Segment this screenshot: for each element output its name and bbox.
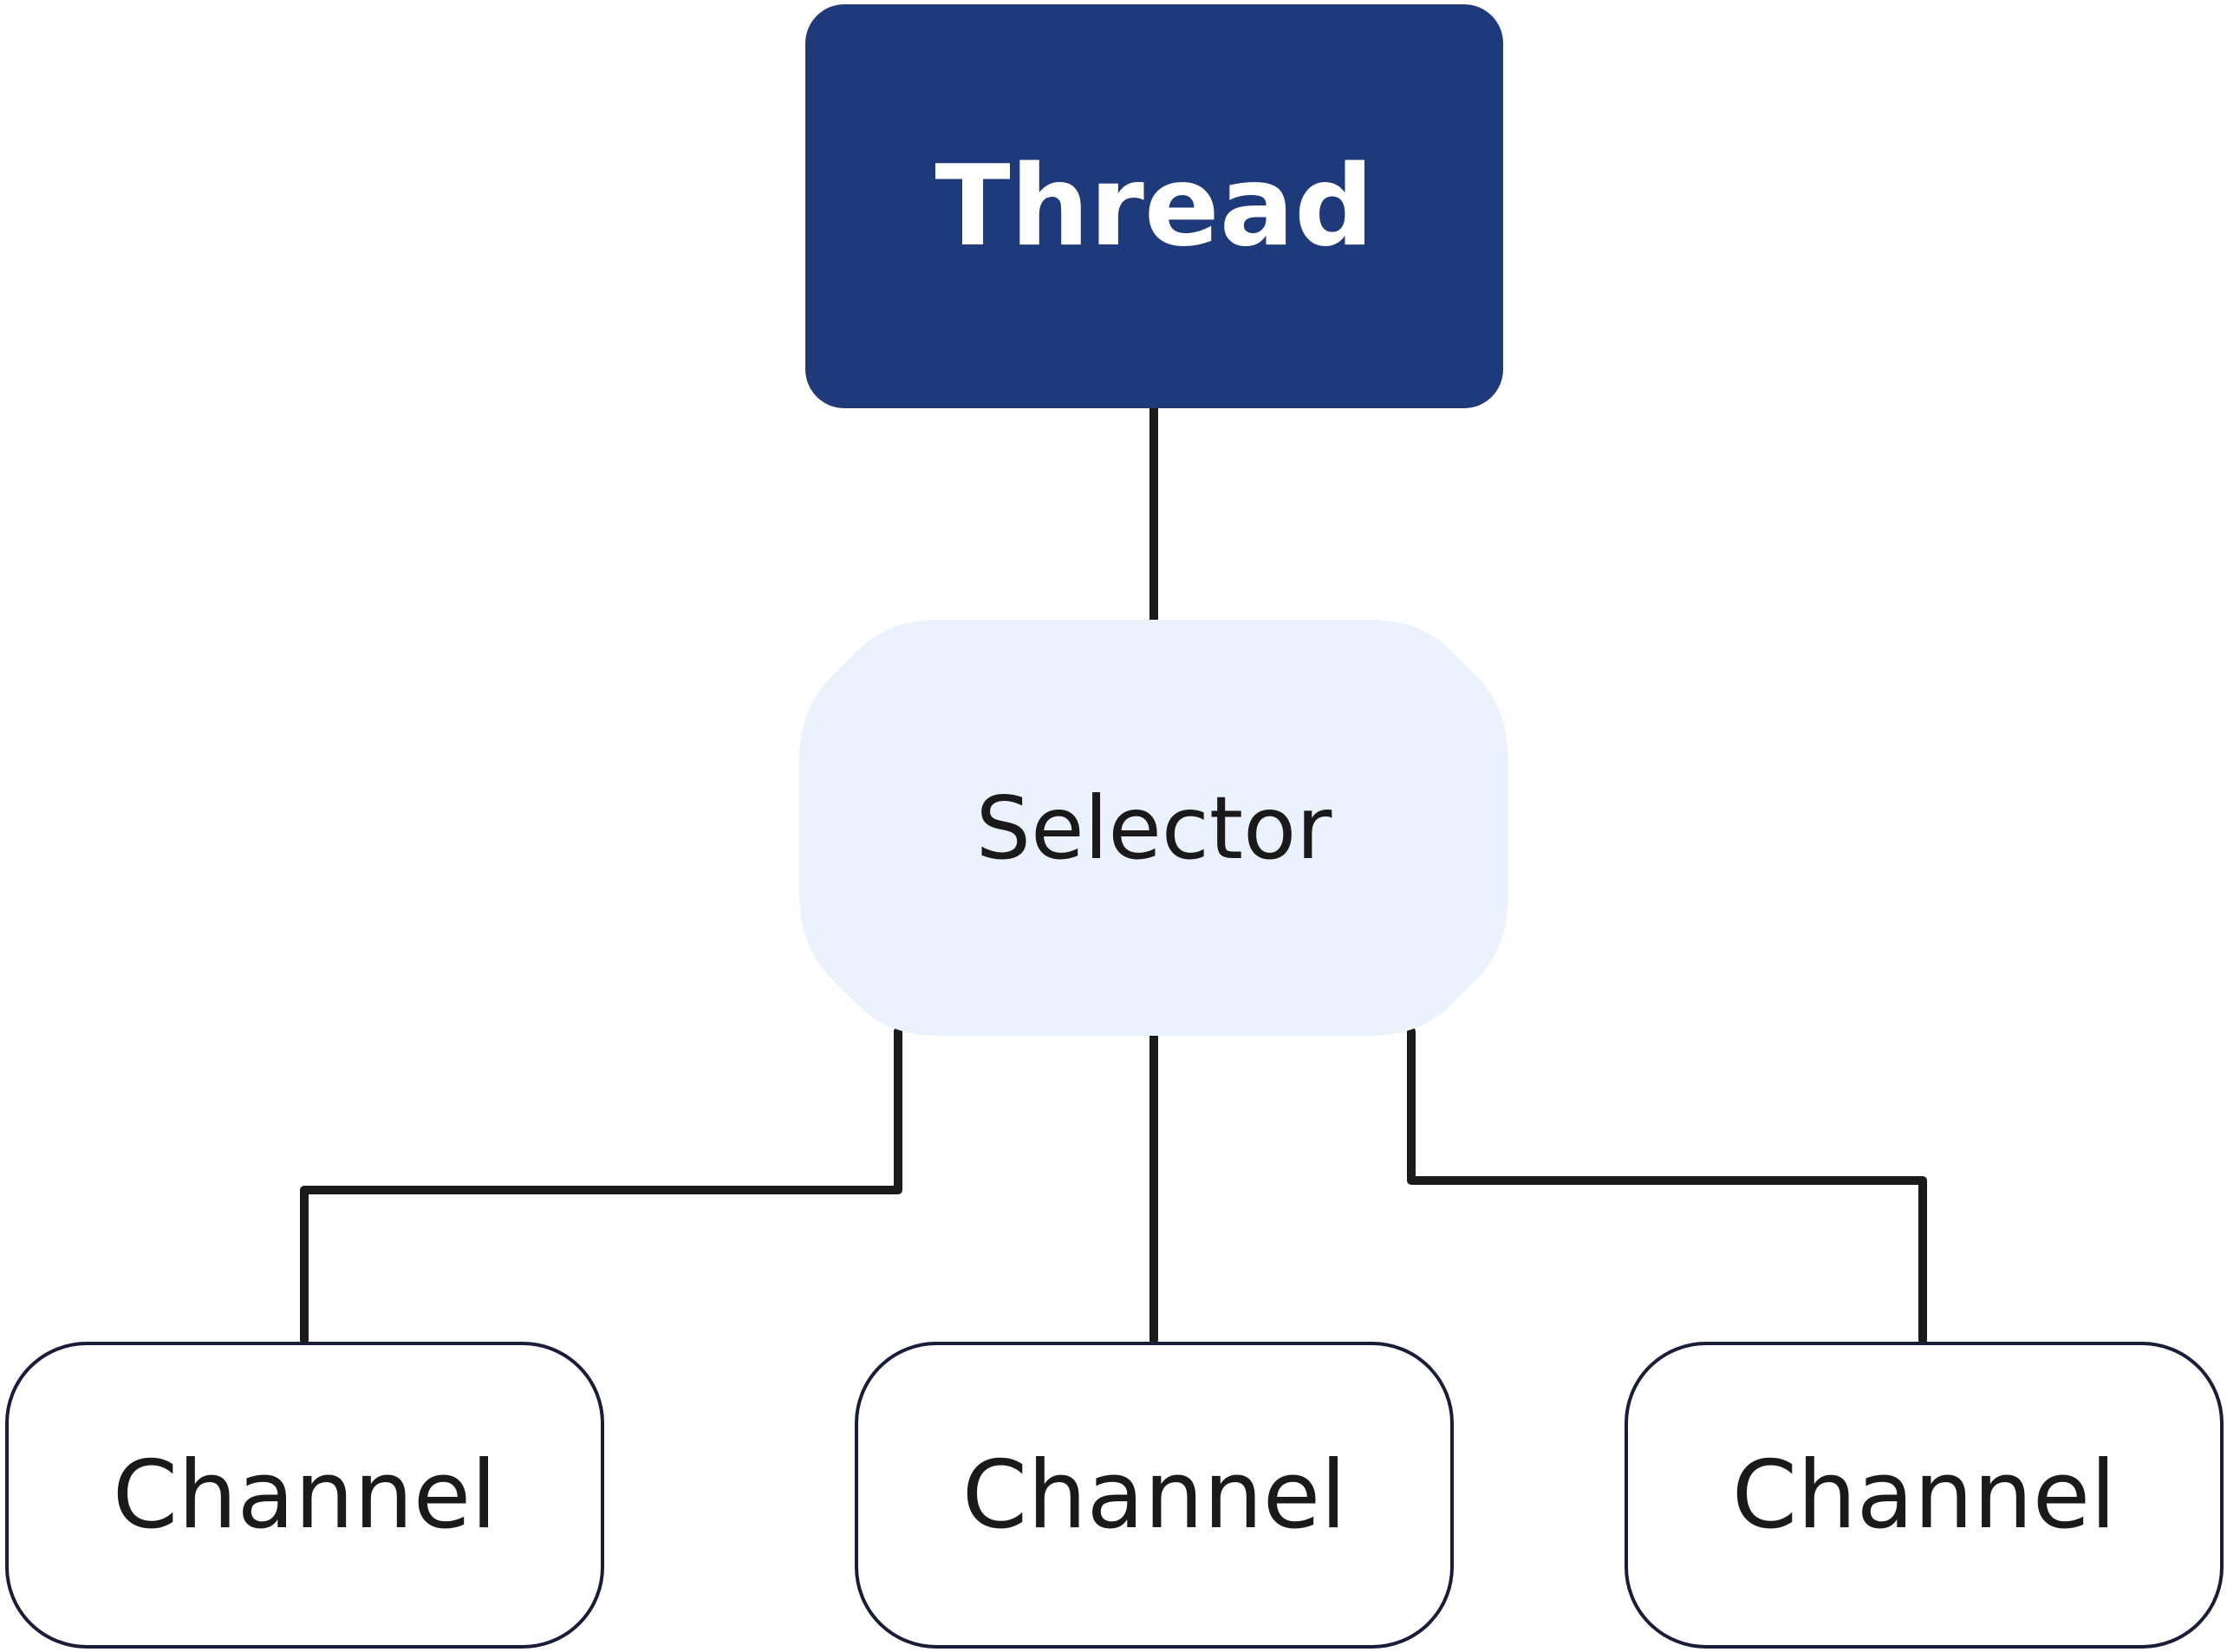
channel-node-1: [5, 1342, 604, 1649]
selector-node: [799, 620, 1508, 1036]
edge-selector-channel-1: [300, 1027, 902, 1344]
channel-label-2: Channel: [961, 1441, 1347, 1550]
channel-label-1: Channel: [112, 1441, 498, 1550]
selector-label: Selector: [975, 777, 1332, 879]
thread-label: Thread: [934, 141, 1374, 271]
channel-label-3: Channel: [1731, 1441, 2117, 1550]
channel-node-2: [855, 1342, 1454, 1649]
thread-node: [805, 4, 1503, 408]
connectors: [300, 404, 1927, 1344]
edge-selector-channel-3: [1407, 1027, 1927, 1344]
channel-node-3: [1625, 1342, 2224, 1649]
